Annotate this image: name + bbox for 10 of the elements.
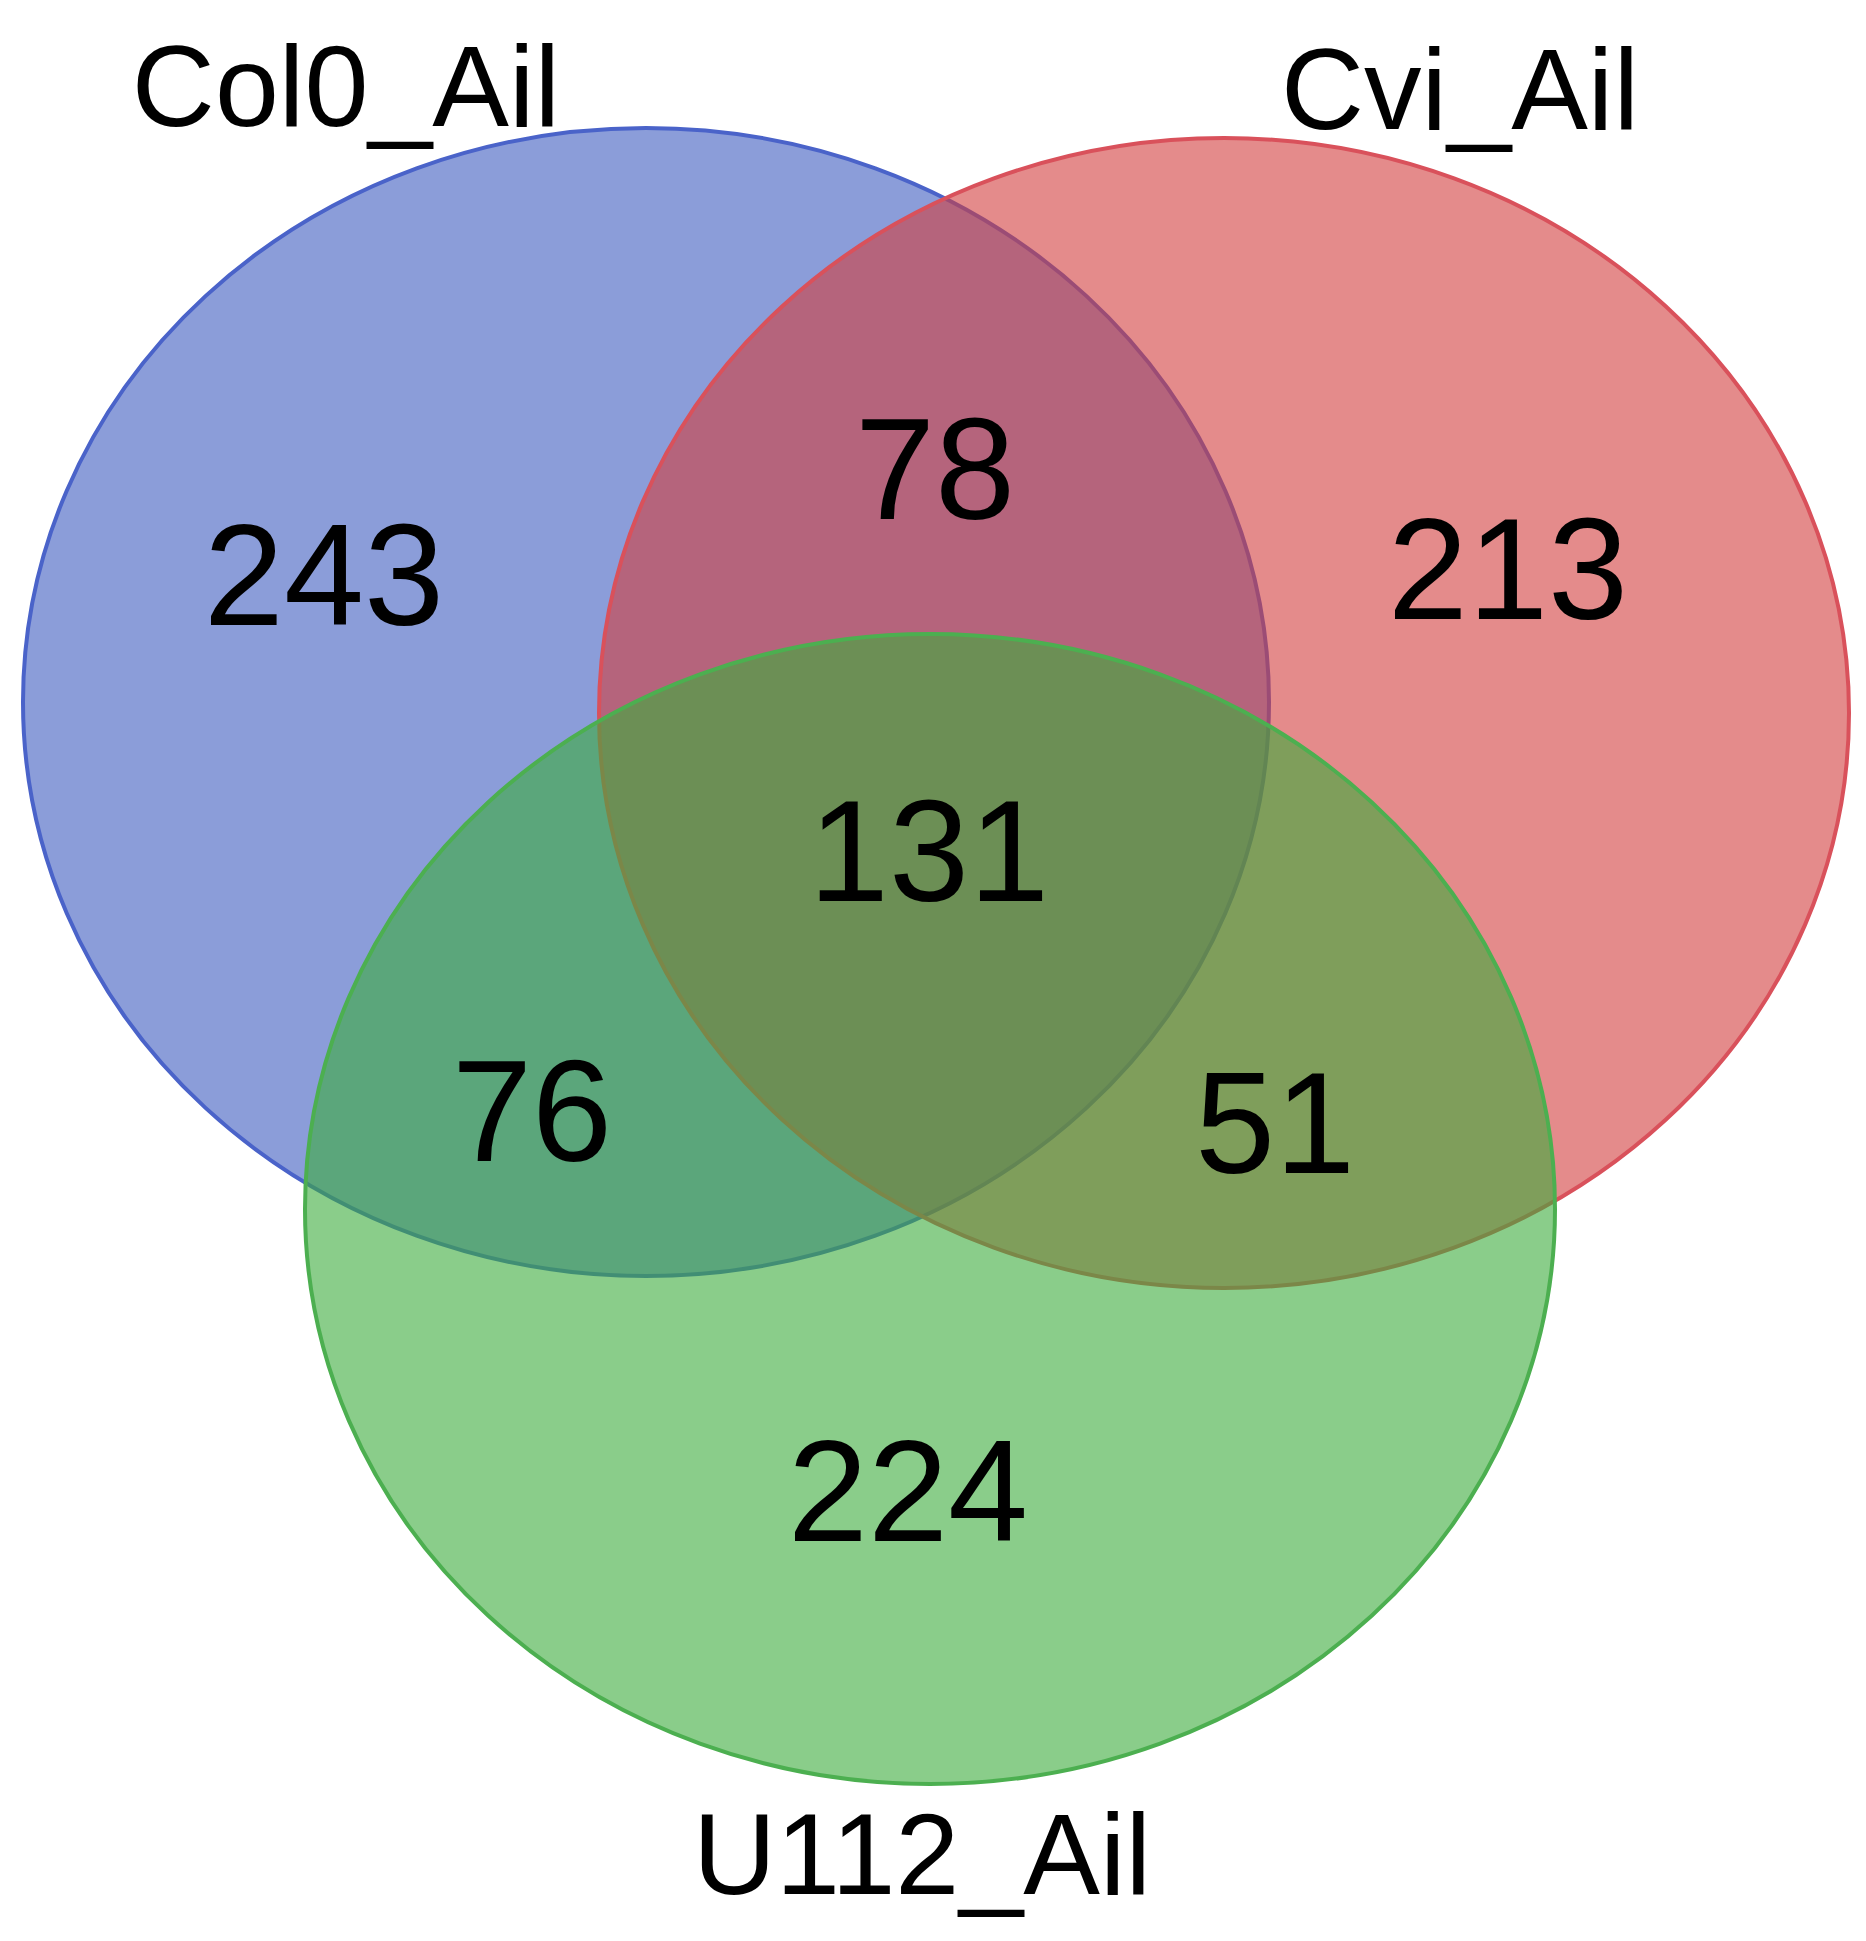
set-label: U112_Ail: [691, 1789, 1153, 1921]
count-label: 131: [808, 772, 1050, 932]
set-label: Cvi_Ail: [1280, 24, 1640, 156]
count-label: 243: [203, 496, 445, 656]
count-label: 78: [854, 390, 1016, 550]
count-label: 76: [451, 1032, 613, 1192]
count-label: 51: [1194, 1044, 1356, 1204]
count-label: 224: [787, 1412, 1029, 1572]
count-label: 213: [1387, 490, 1629, 650]
set-label: Col0_Ail: [130, 21, 562, 153]
